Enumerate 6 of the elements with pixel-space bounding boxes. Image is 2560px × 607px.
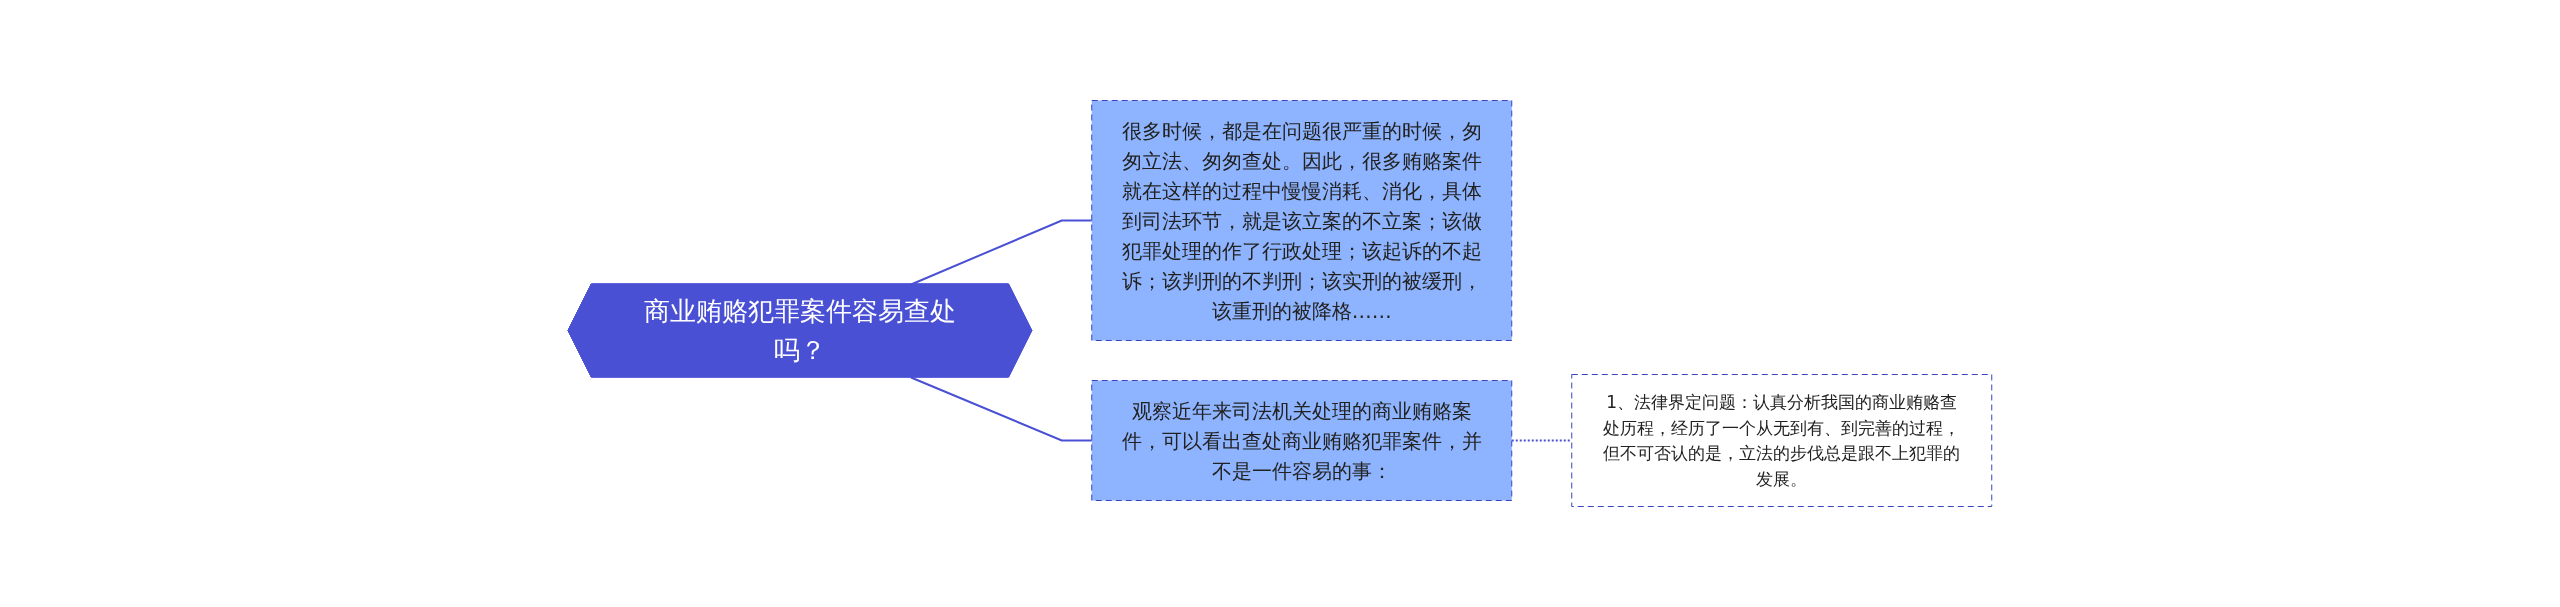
connector <box>910 376 1093 442</box>
connector <box>1510 439 1573 442</box>
node-box: 观察近年来司法机关处理的商业贿赂案件，可以看出查处商业贿赂犯罪案件，并不是一件容易的事： <box>1091 380 1513 501</box>
node-box: 很多时候，都是在问题很严重的时候，匆匆立法、匆匆查处。因此，很多贿赂案件就在这样的过程中慢慢消耗、消化，具体到司法环节，就是该立案的不立案；该做犯罪处理的作了行政处理；该起诉的不起诉；该判刑的不判刑；该实刑的被缓刑，该重刑的被降格…… <box>1091 100 1513 341</box>
node-box: 1、法律界定问题：认真分析我国的商业贿赂查处历程，经历了一个从无到有、到完善的过程，但不可否认的是，立法的步伐总是跟不上犯罪的发展。 <box>1571 374 1993 507</box>
connector <box>910 219 1093 286</box>
